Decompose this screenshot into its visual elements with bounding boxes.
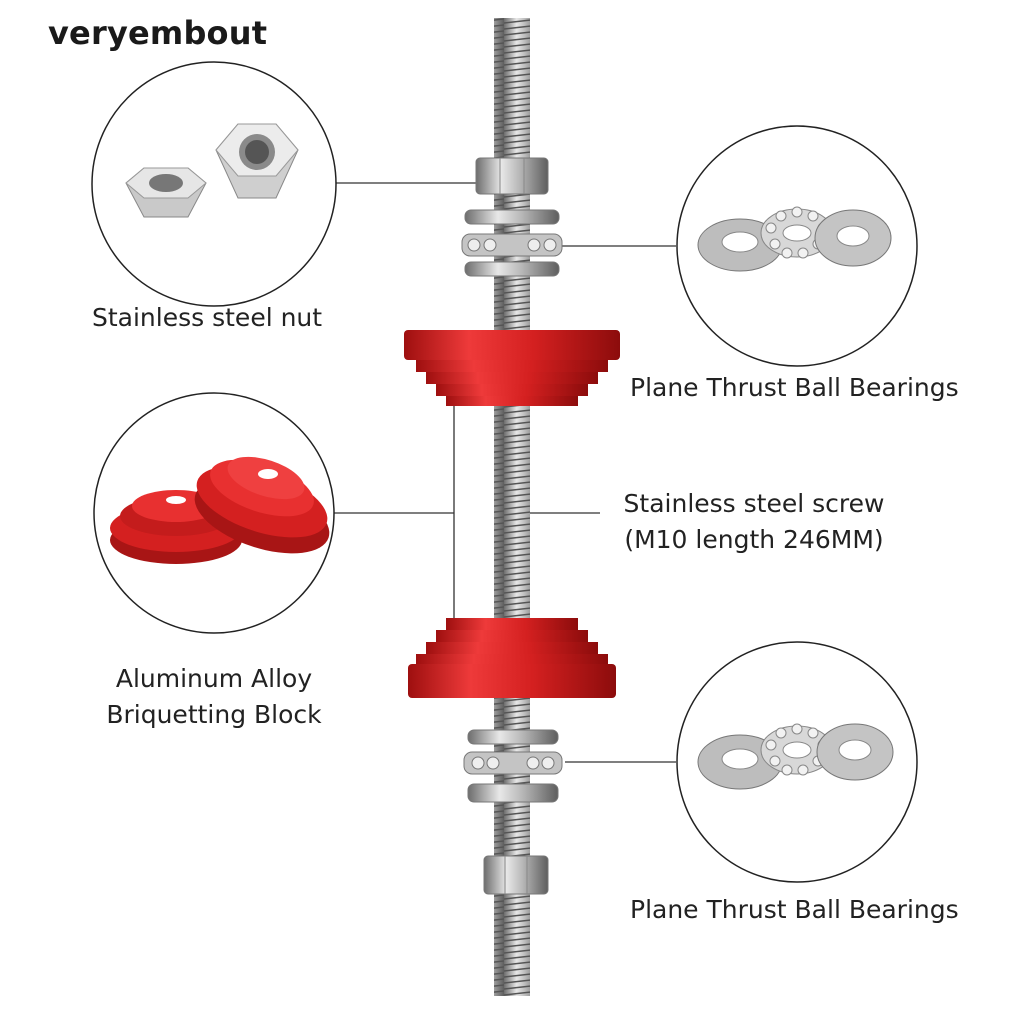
hex-nut-icon [215, 123, 299, 199]
top-nut [475, 157, 549, 195]
label-bearing-bottom: Plane Thrust Ball Bearings [630, 895, 959, 924]
bearing-bottom-detail-circle [676, 641, 918, 883]
hex-nut-icon [125, 167, 207, 218]
brand-watermark: veryembout [48, 14, 268, 52]
callout-lines [334, 182, 676, 763]
block-detail-circle [93, 392, 335, 634]
label-screw: Stainless steel screw (M10 length 246MM) [604, 486, 904, 558]
bottom-nut [483, 855, 549, 895]
top-red-block [404, 330, 620, 406]
bottom-red-block [408, 618, 616, 698]
bearing-washer-icon [816, 723, 894, 781]
bearing-washer-icon [814, 209, 892, 267]
nut-detail-circle [91, 61, 337, 307]
label-bearing-top: Plane Thrust Ball Bearings [630, 373, 959, 402]
bearing-top-detail-circle [676, 125, 918, 367]
top-bearing-stack [461, 209, 563, 277]
bottom-bearing-stack [463, 729, 563, 803]
label-screw-line2: (M10 length 246MM) [624, 525, 884, 554]
label-nut: Stainless steel nut [92, 303, 323, 332]
label-block: Aluminum Alloy Briquetting Block [80, 661, 348, 733]
red-block-icon [194, 456, 330, 554]
label-block-line1: Aluminum Alloy [115, 664, 313, 693]
bearing-cage-icon [760, 723, 834, 776]
label-block-line2: Briquetting Block [106, 700, 322, 729]
label-screw-line1: Stainless steel screw [623, 489, 885, 518]
